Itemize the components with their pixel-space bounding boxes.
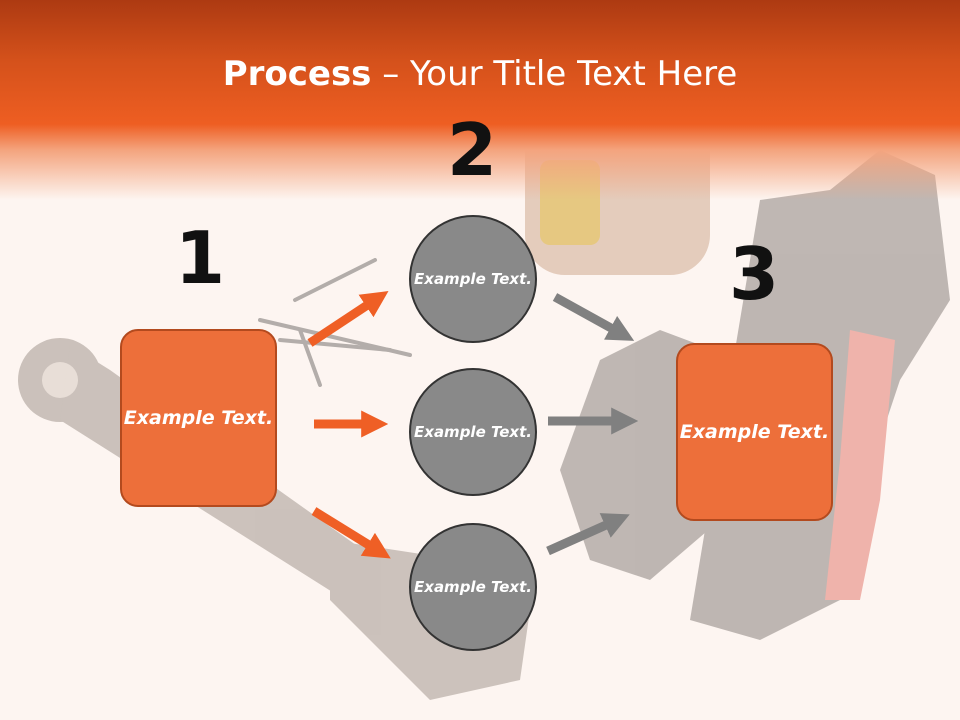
step-2-item-1-text: Example Text. <box>414 269 532 288</box>
header-band <box>0 0 960 200</box>
arrow-orange-up <box>307 291 389 347</box>
step-1-number: 1 <box>174 216 226 300</box>
step-2-number: 2 <box>446 108 498 192</box>
arrow-orange-down <box>311 507 391 559</box>
step-2-item-3-text: Example Text. <box>414 577 532 596</box>
arrow-gray-down <box>552 293 635 341</box>
step-2-item-1: Example Text. <box>409 215 537 343</box>
step-3-number: 3 <box>728 232 780 316</box>
step-1-box: Example Text. <box>120 329 277 507</box>
step-3-box: Example Text. <box>676 343 833 521</box>
title-bold: Process <box>222 54 372 94</box>
step-3-text: Example Text. <box>679 421 830 443</box>
step-1-text: Example Text. <box>123 407 274 429</box>
arrow-gray-up <box>546 513 630 556</box>
title-rest: – Your Title Text Here <box>371 54 738 94</box>
step-2-item-2: Example Text. <box>409 368 537 496</box>
step-2-item-3: Example Text. <box>409 523 537 651</box>
slide-title: Process – Your Title Text Here <box>0 50 960 98</box>
step-2-item-2-text: Example Text. <box>414 422 532 441</box>
